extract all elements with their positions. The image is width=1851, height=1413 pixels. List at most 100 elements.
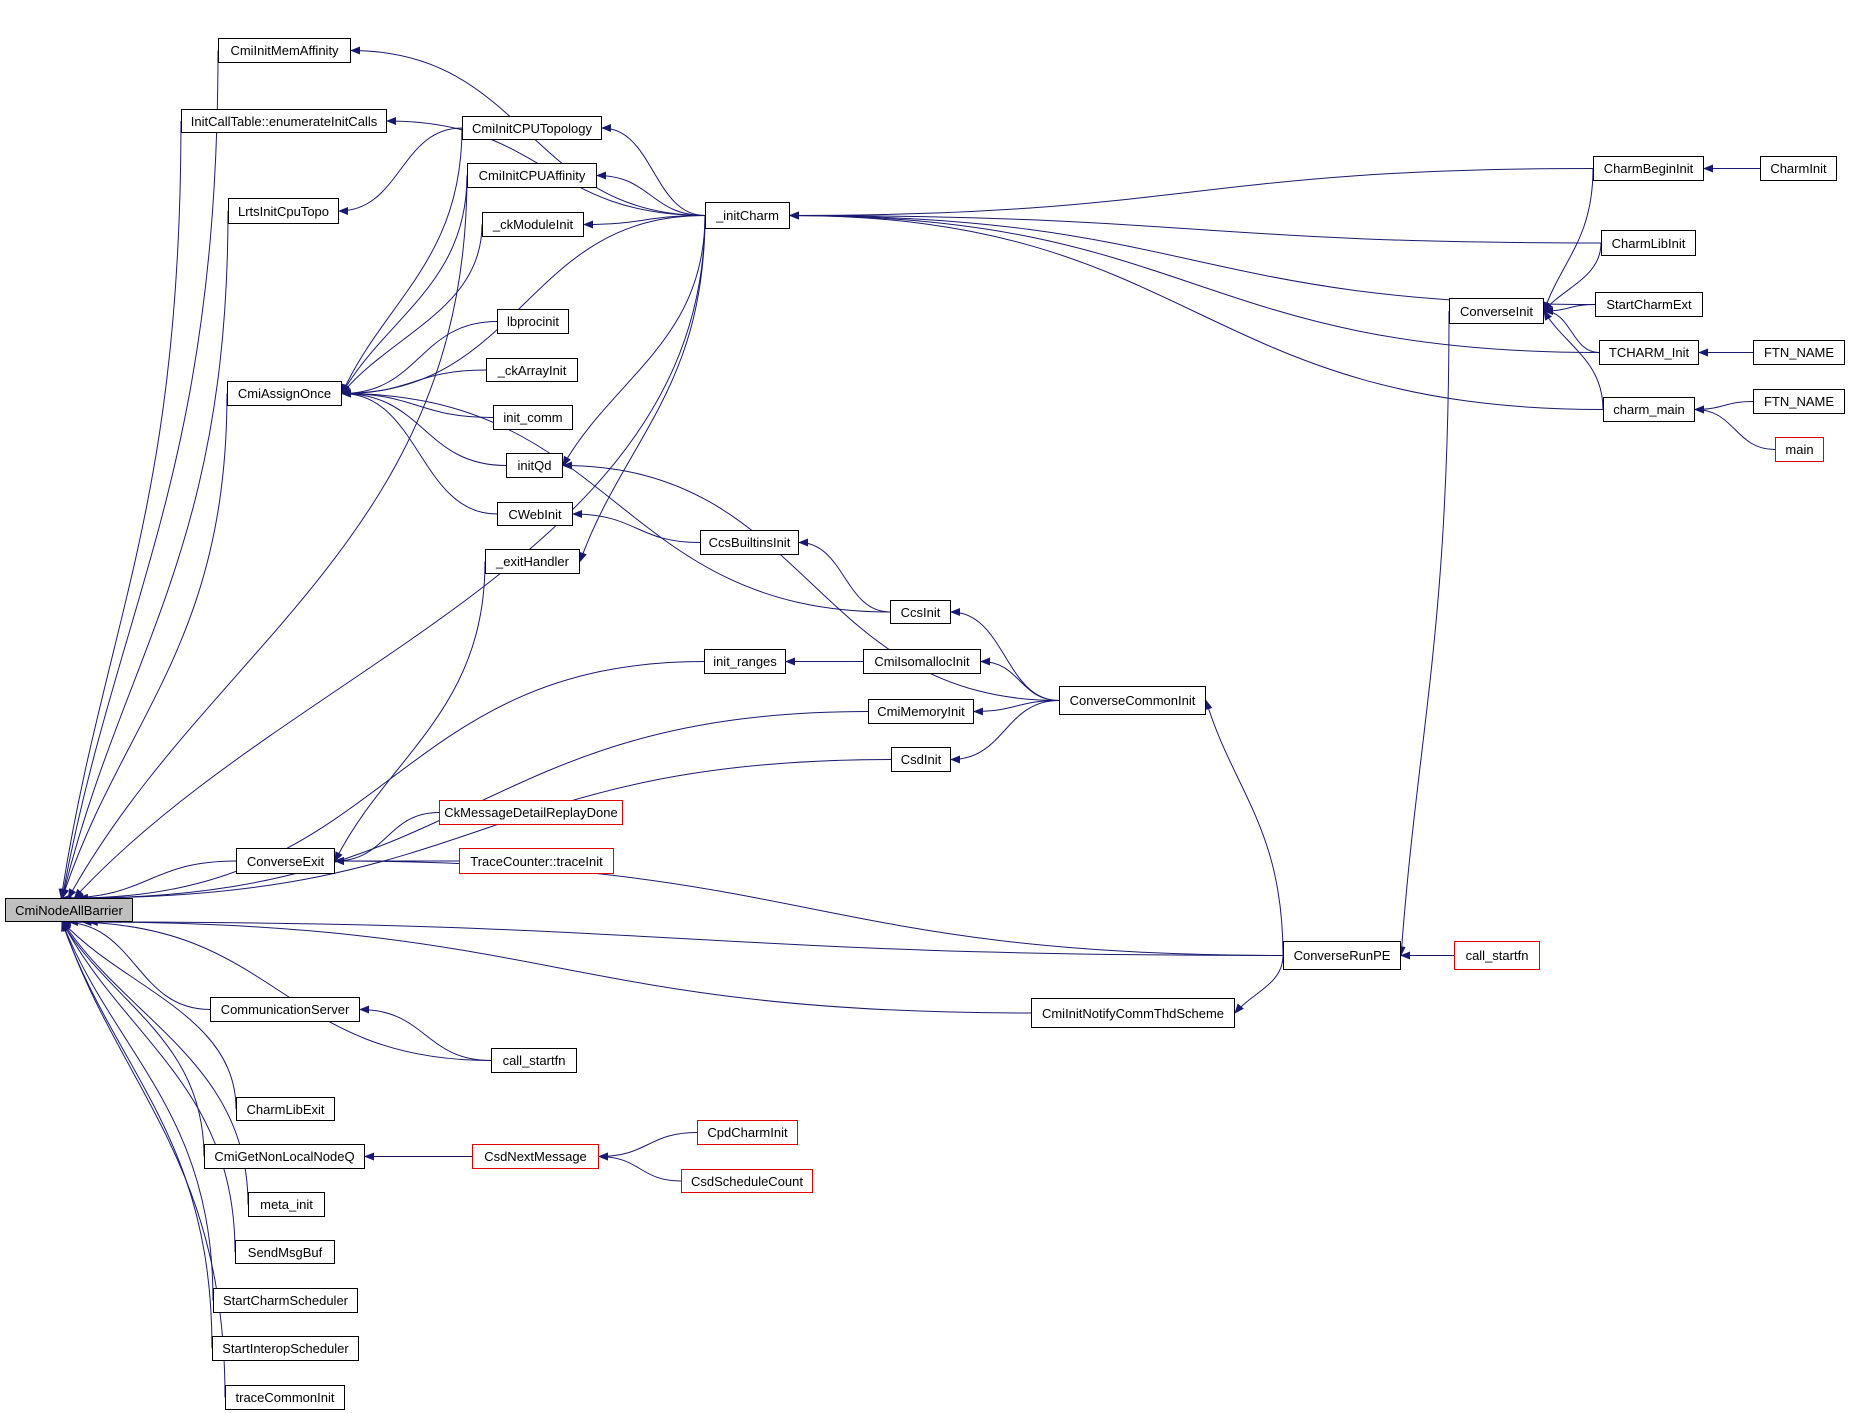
graph-node-communicationserver[interactable]: CommunicationServer: [210, 997, 360, 1022]
graph-node-converserunpe[interactable]: ConverseRunPE: [1283, 941, 1401, 970]
graph-node-startcharmscheduler[interactable]: StartCharmScheduler: [213, 1288, 358, 1313]
edge-nonlocal-to-root: [61, 921, 205, 1157]
graph-node-tcharm-init[interactable]: TCHARM_Init: [1599, 340, 1699, 365]
edge-initcharm-to-root: [73, 215, 706, 899]
graph-node-ccsbuiltinsinit[interactable]: CcsBuiltinsInit: [700, 530, 799, 555]
edge-sendmsg-to-root: [62, 921, 236, 1253]
node-label: StartCharmExt: [1606, 297, 1692, 312]
node-label: CmiAssignOnce: [237, 386, 332, 401]
edge-commserver-to-root: [60, 918, 211, 1010]
graph-node-call-startfn[interactable]: call_startfn: [1454, 941, 1540, 970]
node-label: TCHARM_Init: [1608, 345, 1690, 360]
edge-convcommon-to-meminit: [973, 700, 1060, 716]
edge-cpuaff-to-root: [67, 175, 468, 899]
edge-cpuaff-to-assign: [341, 175, 468, 395]
graph-node-ccsinit[interactable]: CcsInit: [890, 600, 951, 624]
edge-charmlibexit-to-root: [61, 921, 237, 1110]
graph-node-cmiinitmemaffinity[interactable]: CmiInitMemAffinity: [218, 38, 351, 63]
node-label: FTN_NAME: [1763, 394, 1835, 409]
edge-assign-to-root: [61, 393, 228, 899]
graph-node-ckmessagedetailreplaydone[interactable]: CkMessageDetailReplayDone: [439, 800, 623, 825]
edge-convexit-to-root: [61, 860, 237, 902]
edge-startinterop-to-root: [61, 921, 213, 1349]
graph-node-cmimemoryinit[interactable]: CmiMemoryInit: [868, 699, 974, 724]
node-label: traceCommonInit: [235, 1390, 335, 1405]
node-label: _ckModuleInit: [492, 217, 574, 232]
node-label: CmiNodeAllBarrier: [15, 902, 123, 918]
graph-node-lrtsinitcputopo[interactable]: LrtsInitCpuTopo: [228, 198, 339, 224]
node-label: CpdCharmInit: [707, 1125, 788, 1140]
graph-node-cmiinitcpuaffinity[interactable]: CmiInitCPUAffinity: [467, 163, 597, 188]
node-label: CharmInit: [1770, 161, 1827, 176]
graph-node-cwebinit[interactable]: CWebInit: [497, 502, 573, 526]
edge-ccsbi-to-cweb: [572, 510, 701, 543]
graph-node-lbprocinit[interactable]: lbprocinit: [497, 309, 569, 334]
edge-charmbegin-to-convinit: [1543, 168, 1594, 312]
graph-node-converseexit[interactable]: ConverseExit: [236, 848, 335, 874]
node-label: CommunicationServer: [220, 1002, 350, 1017]
node-label: init_comm: [503, 410, 563, 425]
node-label: meta_init: [260, 1197, 313, 1212]
graph-node-cmiinitcputopology[interactable]: CmiInitCPUTopology: [462, 116, 602, 140]
graph-node-initcalltable-enumerateinitcalls[interactable]: InitCallTable::enumerateInitCalls: [181, 109, 387, 133]
graph-node-cmiinitnotifycommthdscheme[interactable]: CmiInitNotifyCommThdScheme: [1031, 998, 1235, 1028]
graph-node-csdnextmessage[interactable]: CsdNextMessage: [472, 1144, 599, 1169]
edge-lbproc-to-assign: [341, 321, 498, 398]
edge-memaff-to-root: [59, 50, 219, 899]
edge-cputopo-to-assign: [341, 127, 463, 395]
edge-ftn2-to-charmmain: [1694, 401, 1754, 414]
graph-node-call-startfn[interactable]: call_startfn: [491, 1048, 577, 1073]
node-label: CmiIsomallocInit: [874, 654, 970, 669]
graph-node-charmlibexit[interactable]: CharmLibExit: [236, 1097, 335, 1121]
graph-node-charminit[interactable]: CharmInit: [1760, 156, 1837, 181]
graph-node-sendmsgbuf[interactable]: SendMsgBuf: [235, 1240, 335, 1264]
node-label: StartCharmScheduler: [223, 1293, 348, 1308]
edge-convcommon-to-initqd: [562, 461, 1060, 701]
root-node-cminodeallbarrier: CmiNodeAllBarrier: [5, 898, 133, 922]
graph-node-tracecommoninit[interactable]: traceCommonInit: [225, 1385, 345, 1410]
node-label: initQd: [517, 458, 552, 473]
graph-node-charmlibinit[interactable]: CharmLibInit: [1601, 230, 1696, 256]
graph-node-charm-main[interactable]: charm_main: [1603, 397, 1695, 422]
graph-node-initqd[interactable]: initQd: [506, 453, 563, 478]
node-label: CmiInitNotifyCommThdScheme: [1041, 1005, 1225, 1021]
edge-charmmain-to-convinit: [1543, 310, 1604, 410]
graph-node-meta-init[interactable]: meta_init: [248, 1192, 325, 1217]
graph-node-cmigetnonlocalnodeq[interactable]: CmiGetNonLocalNodeQ: [204, 1144, 365, 1169]
graph-node-ftn-name[interactable]: FTN_NAME: [1753, 340, 1845, 365]
graph-node-ftn-name[interactable]: FTN_NAME: [1753, 389, 1845, 414]
edge-ckmod-to-assign: [341, 224, 483, 395]
edge-callstart-to-commserver: [359, 1005, 492, 1061]
edge-convcommon-to-isomalloc: [980, 657, 1060, 701]
node-label: _ckArrayInit: [497, 362, 567, 378]
graph-node-cpdcharminit[interactable]: CpdCharmInit: [697, 1120, 798, 1145]
graph-node-conversecommoninit[interactable]: ConverseCommonInit: [1059, 686, 1206, 715]
graph-node-cmiisomallocinit[interactable]: CmiIsomallocInit: [863, 649, 981, 674]
edge-csdinit-to-root: [77, 759, 892, 902]
graph-node-exithandler[interactable]: _exitHandler: [485, 549, 580, 574]
edge-cputopo-to-lrts: [338, 127, 463, 215]
graph-node-csdschedulecount[interactable]: CsdScheduleCount: [681, 1169, 813, 1193]
node-label: CcsInit: [900, 604, 941, 620]
graph-node-init-ranges[interactable]: init_ranges: [704, 649, 786, 674]
graph-node-ckarrayinit[interactable]: _ckArrayInit: [486, 358, 578, 382]
graph-node-main[interactable]: main: [1775, 437, 1824, 462]
graph-node-initcharm[interactable]: _initCharm: [705, 202, 790, 229]
graph-node-converseinit[interactable]: ConverseInit: [1449, 298, 1544, 324]
graph-node-cmiassignonce[interactable]: CmiAssignOnce: [227, 381, 342, 406]
graph-node-tracecounter-traceinit[interactable]: TraceCounter::traceInit: [459, 848, 614, 874]
graph-node-startcharmext[interactable]: StartCharmExt: [1595, 292, 1703, 317]
edge-initqd-to-assign: [341, 389, 507, 466]
graph-node-csdinit[interactable]: CsdInit: [891, 747, 951, 772]
node-label: main: [1785, 442, 1814, 457]
graph-node-init-comm[interactable]: init_comm: [493, 405, 573, 430]
node-label: call_startfn: [1465, 948, 1529, 963]
edge-convrunpe-to-notify: [1234, 955, 1284, 1014]
node-label: ConverseInit: [1460, 303, 1533, 319]
node-label: ConverseCommonInit: [1069, 693, 1196, 708]
graph-node-startinteropscheduler[interactable]: StartInteropScheduler: [212, 1336, 359, 1361]
graph-node-charmbegininit[interactable]: CharmBeginInit: [1593, 156, 1704, 181]
node-label: LrtsInitCpuTopo: [237, 203, 330, 219]
graph-node-ckmoduleinit[interactable]: _ckModuleInit: [482, 212, 584, 237]
